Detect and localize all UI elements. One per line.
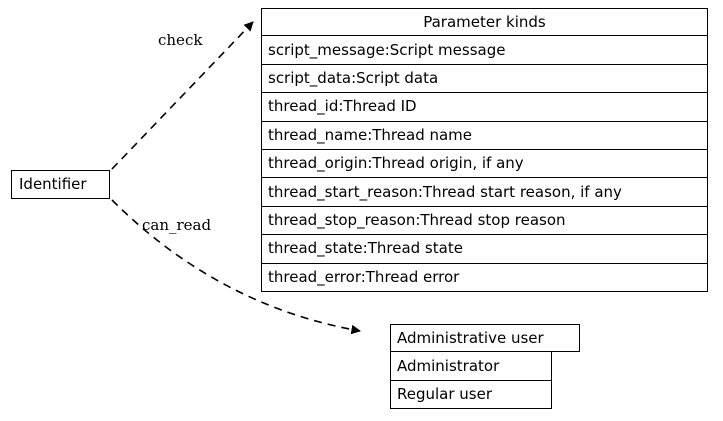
field-script-data: script_data:Script data [261, 64, 708, 94]
field-thread-stop-reason: thread_stop_reason:Thread stop reason [261, 206, 708, 236]
edge-label-check: check [158, 31, 203, 49]
field-thread-origin: thread_origin:Thread origin, if any [261, 149, 708, 179]
node-parameter-kinds[interactable]: Parameter kinds script_message:Script me… [261, 8, 708, 292]
node-parameter-kinds-title: Parameter kinds [261, 8, 708, 37]
node-administrative-user[interactable]: Administrative user Administrator Regula… [390, 324, 580, 410]
node-administrative-user-title: Administrative user [390, 324, 580, 353]
field-thread-state: thread_state:Thread state [261, 235, 708, 264]
field-thread-start-reason: thread_start_reason:Thread start reason,… [261, 178, 708, 207]
field-script-message: script_message:Script message [261, 36, 708, 65]
node-identifier-label: Identifier [11, 170, 110, 199]
node-identifier[interactable]: Identifier [11, 170, 110, 199]
field-thread-name: thread_name:Thread name [261, 121, 708, 150]
field-regular-user: Regular user [390, 380, 552, 410]
field-thread-error: thread_error:Thread error [261, 263, 708, 292]
field-thread-id: thread_id:Thread ID [261, 93, 708, 122]
edge-label-can-read: can_read [142, 216, 212, 234]
field-administrator: Administrator [390, 352, 552, 381]
